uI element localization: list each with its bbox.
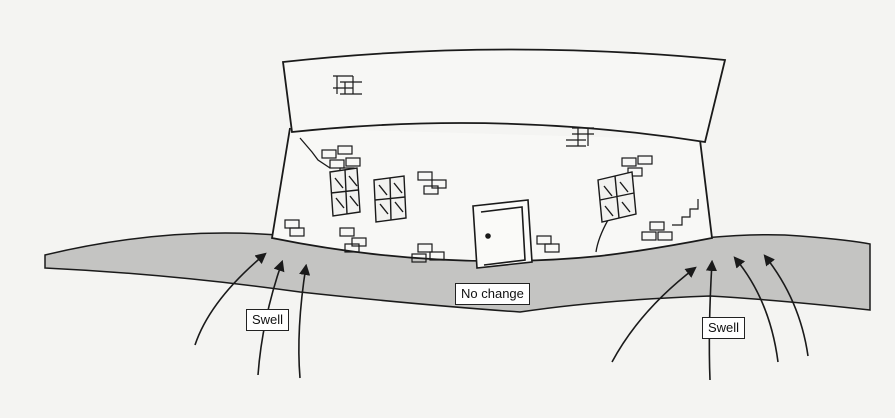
- window-middle: [374, 176, 406, 222]
- house-roof: [283, 49, 725, 142]
- window-right: [598, 172, 636, 222]
- door: [473, 200, 532, 268]
- no-change-label: No change: [455, 283, 530, 305]
- swell-label-right: Swell: [702, 317, 745, 339]
- swell-label-left: Swell: [246, 309, 289, 331]
- house: [272, 49, 725, 268]
- window-left: [330, 168, 360, 216]
